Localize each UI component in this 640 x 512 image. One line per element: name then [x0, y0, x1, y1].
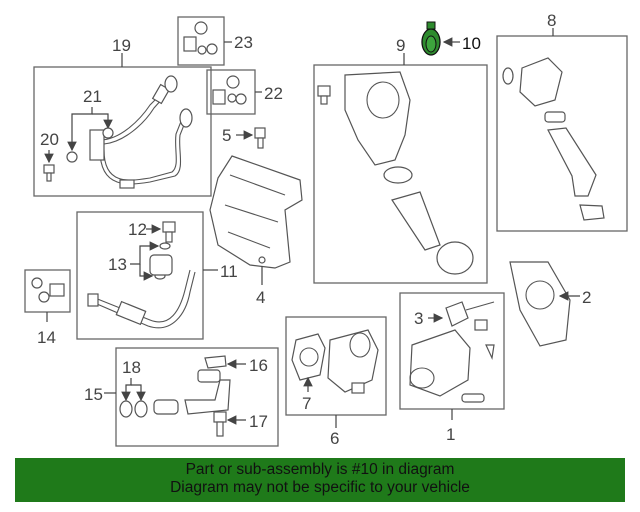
callout-8[interactable]: 8	[547, 11, 556, 30]
group-box-9	[313, 64, 488, 284]
bolt-12[interactable]	[162, 221, 176, 243]
bolt-17[interactable]	[213, 411, 227, 437]
turbocharger-1[interactable]	[409, 319, 495, 403]
callout-9[interactable]: 9	[396, 36, 405, 55]
callout-12[interactable]: 12	[128, 220, 147, 239]
intake-duct-9[interactable]	[344, 71, 474, 275]
heat-shield-4[interactable]	[209, 155, 303, 269]
bolt-20[interactable]	[43, 164, 55, 182]
parts-diagram: 19 21 20 23 22 5	[24, 11, 628, 448]
callout-5[interactable]: 5	[222, 126, 231, 145]
group-box-15	[115, 347, 279, 447]
group-box-11	[76, 211, 204, 340]
callout-3[interactable]: 3	[414, 309, 423, 328]
outlet-elbow-6[interactable]	[327, 329, 379, 394]
callout-1[interactable]: 1	[446, 425, 455, 444]
group-box-19	[33, 66, 212, 197]
banner-line-disclaimer: Diagram may not be specific to your vehi…	[170, 479, 470, 496]
callout-18[interactable]: 18	[122, 358, 141, 377]
callout-22[interactable]: 22	[264, 84, 283, 103]
callout-4[interactable]: 4	[256, 288, 265, 307]
seals-18[interactable]	[119, 400, 148, 418]
bolt-5[interactable]	[254, 127, 266, 149]
notice-banner: Part or sub-assembly is #10 in diagram D…	[15, 458, 625, 502]
oil-return-pipe-11[interactable]	[87, 254, 196, 329]
callout-6[interactable]: 6	[330, 429, 339, 448]
fitting-14[interactable]	[31, 277, 65, 303]
oil-feed-pipe-19[interactable]	[89, 75, 193, 189]
callout-16[interactable]: 16	[249, 356, 268, 375]
heat-shield-2[interactable]	[509, 261, 571, 347]
group-box-23	[177, 16, 225, 66]
bolt-9[interactable]	[317, 85, 331, 105]
group-box-8	[496, 35, 628, 232]
gasket-7[interactable]	[291, 333, 326, 381]
actuator-3[interactable]	[445, 301, 495, 327]
fitting-22[interactable]	[212, 75, 247, 105]
callout-23[interactable]: 23	[234, 33, 253, 52]
coolant-fittings-15[interactable]	[153, 369, 231, 415]
callout-19[interactable]: 19	[112, 36, 131, 55]
callout-15[interactable]: 15	[84, 385, 103, 404]
callout-2[interactable]: 2	[582, 288, 591, 307]
bypass-valve-8[interactable]	[502, 57, 605, 221]
callout-17[interactable]: 17	[249, 412, 268, 431]
callout-10[interactable]: 10	[462, 34, 481, 53]
fitting-23[interactable]	[183, 21, 218, 55]
callout-21[interactable]: 21	[83, 87, 102, 106]
callout-14[interactable]: 14	[37, 328, 56, 347]
callout-13[interactable]: 13	[108, 255, 127, 274]
callout-11[interactable]: 11	[220, 262, 238, 281]
callout-7[interactable]: 7	[302, 394, 311, 413]
callout-20[interactable]: 20	[40, 130, 59, 149]
banner-line-part: Part or sub-assembly is #10 in diagram	[185, 461, 455, 478]
bracket-16[interactable]	[204, 355, 227, 369]
clamp-10[interactable]	[421, 21, 441, 56]
